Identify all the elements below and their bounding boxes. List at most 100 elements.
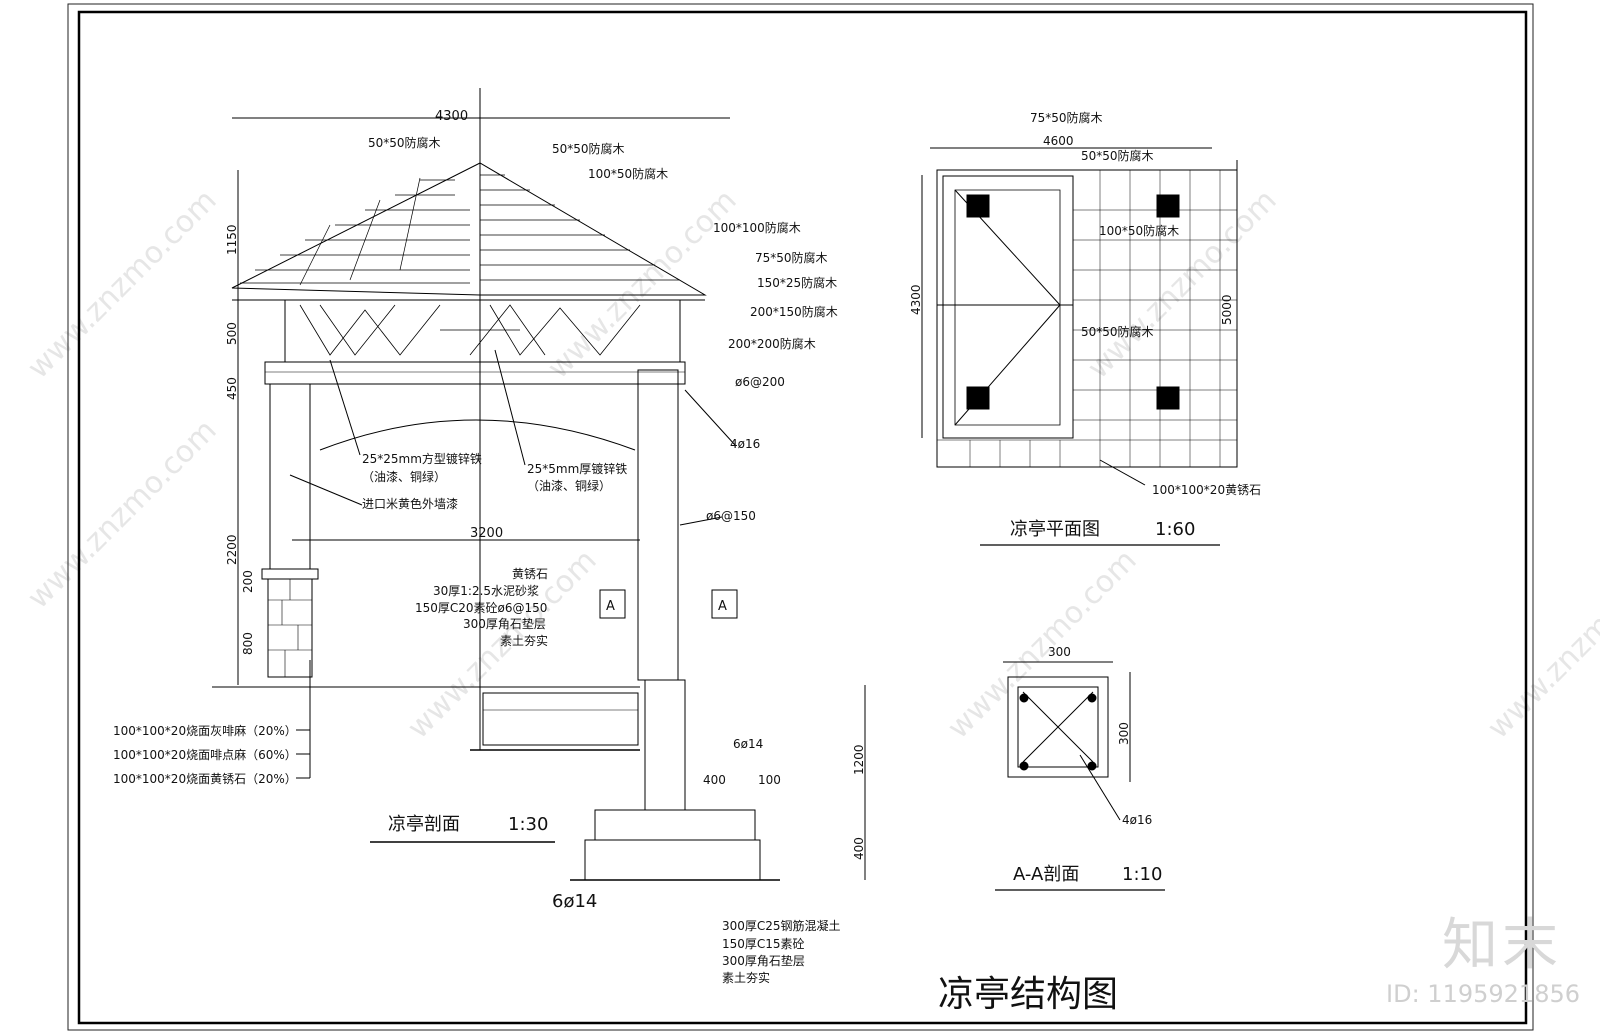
watermark-text: www.znzmo.com xyxy=(1081,183,1284,386)
plan-callout: 100*100*20黄锈石 xyxy=(1152,483,1261,497)
aa-section-scale: 1:10 xyxy=(1122,864,1162,885)
callout-label: ø6@200 xyxy=(735,375,785,389)
dim-overall-width: 4300 xyxy=(435,109,468,124)
dim-footing-height: 1200 xyxy=(852,744,866,775)
floor-layer: 30厚1:2.5水泥砂浆 xyxy=(433,583,539,598)
section-view-title: 凉亭剖面 xyxy=(388,814,460,835)
footing-layer: 300厚角石垫层 xyxy=(722,953,805,968)
section-mark-a-left xyxy=(599,589,626,619)
section-mark-label: A xyxy=(718,599,727,614)
dim-footing-offset: 100 xyxy=(758,773,781,787)
footing-layer: 素土夯实 xyxy=(722,970,770,985)
plan-dim-top-value: 4600 xyxy=(1043,134,1074,148)
aa-section-title: A-A剖面 xyxy=(1013,864,1079,885)
floor-layer: 300厚角石垫层 xyxy=(463,616,546,631)
callout-label: 4ø16 xyxy=(730,437,760,451)
railing-note-1a: 25*25mm方型镀锌铁 xyxy=(362,451,482,466)
slab-layers xyxy=(482,692,639,746)
footing-column xyxy=(644,679,686,811)
section-mark-a-right xyxy=(711,589,738,619)
plan-view-scale: 1:60 xyxy=(1155,519,1195,540)
watermark-text: www.znzmo.com xyxy=(941,543,1144,746)
beam xyxy=(264,361,686,385)
callout-label: 200*200防腐木 xyxy=(728,336,816,351)
aa-callout: 4ø16 xyxy=(1122,813,1152,827)
sheet-inner-border xyxy=(77,10,1528,1025)
callout-label: 6ø14 xyxy=(733,737,763,751)
roof-plan xyxy=(942,175,1074,439)
plan-dim-right-value: 5000 xyxy=(1220,294,1234,325)
plan-dim-left-value: 4300 xyxy=(909,284,923,315)
aa-dim-width: 300 xyxy=(1048,645,1071,659)
dim-column-height: 2200 xyxy=(225,534,239,565)
plan-view-title: 凉亭平面图 xyxy=(1010,519,1100,540)
column-cap xyxy=(261,568,319,580)
callout-label: 200*150防腐木 xyxy=(750,304,838,319)
callout-label: 50*50防腐木 xyxy=(368,135,441,150)
brand-watermark: 知末 xyxy=(1442,913,1562,978)
arch xyxy=(319,419,636,451)
watermark-text: www.znzmo.com xyxy=(21,183,224,386)
callout-label-large: 6ø14 xyxy=(552,891,597,912)
dim-frieze-height: 500 xyxy=(225,322,239,345)
aa-section-view xyxy=(995,661,1165,891)
base-tile-note: 100*100*20烧面啡点麻（60%） xyxy=(113,747,297,762)
footing-layer: 300厚C25钢筋混凝土 xyxy=(722,918,841,933)
right-column xyxy=(637,369,679,681)
floor-layer: 150厚C20素砼ø6@150 xyxy=(415,601,547,615)
base-stone-pattern xyxy=(268,579,312,677)
watermark-layer: www.znzmo.com www.znzmo.com www.znzmo.co… xyxy=(21,183,1600,746)
id-watermark: ID: 1195921856 xyxy=(1386,980,1580,1008)
section-view-scale: 1:30 xyxy=(508,814,548,835)
post-marker xyxy=(1156,386,1180,410)
post-marker xyxy=(1156,194,1180,218)
sheet-outer-border xyxy=(67,3,1534,1031)
watermark-text: www.znzmo.com xyxy=(21,413,224,616)
plan-callout: 100*50防腐木 xyxy=(1099,223,1179,238)
dim-inner-width: 3200 xyxy=(470,526,503,541)
dim-cap-height: 200 xyxy=(241,570,255,593)
callout-label: 75*50防腐木 xyxy=(755,250,828,265)
railing-pattern xyxy=(299,304,641,356)
plan-callout: 50*50防腐木 xyxy=(1081,324,1154,339)
plan-callout: 50*50防腐木 xyxy=(1081,148,1154,163)
aa-dim-height: 300 xyxy=(1117,722,1131,745)
floor-layer: 黄锈石 xyxy=(512,567,548,581)
section-view xyxy=(212,88,866,881)
post-marker xyxy=(966,194,990,218)
base-tile-note: 100*100*20烧面灰啡麻（20%） xyxy=(113,723,297,738)
roof-outline xyxy=(231,162,707,296)
aa-outer xyxy=(1007,676,1109,778)
callout-label: 50*50防腐木 xyxy=(552,141,625,156)
dim-footing-pad-height: 400 xyxy=(852,837,866,860)
dim-roof-height: 1150 xyxy=(225,224,239,255)
watermark-text: www.znzmo.com xyxy=(541,183,744,386)
plan-grid xyxy=(937,170,1237,467)
railing-note-1b: （油漆、铜绿） xyxy=(362,469,446,484)
plan-callout: 75*50防腐木 xyxy=(1030,110,1103,125)
left-column xyxy=(269,383,311,570)
callout-label: 100*50防腐木 xyxy=(588,166,668,181)
railing-note-2b: （油漆、铜绿） xyxy=(527,478,611,493)
base-tile-note: 100*100*20烧面黄锈石（20%） xyxy=(113,772,297,786)
dim-beam-height: 450 xyxy=(225,377,239,400)
footing-layer: 150厚C15素砼 xyxy=(722,937,805,951)
section-mark-label: A xyxy=(606,599,615,614)
railing-note-2a: 25*5mm厚镀锌铁 xyxy=(527,462,627,476)
callout-label: 100*100防腐木 xyxy=(713,220,801,235)
callout-label: ø6@150 xyxy=(706,509,756,523)
callout-label: 150*25防腐木 xyxy=(757,275,837,290)
wall-note: 进口米黄色外墙漆 xyxy=(362,497,458,511)
watermark-text: www.znzmo.com xyxy=(1481,543,1600,746)
footing-base xyxy=(584,839,761,881)
plan-view xyxy=(921,147,1238,546)
roof-hatch xyxy=(240,174,680,286)
post-marker xyxy=(966,386,990,410)
drawing-title: 凉亭结构图 xyxy=(938,974,1118,1015)
floor-layer: 素土夯实 xyxy=(500,633,548,648)
footing-pad xyxy=(594,809,756,841)
dim-base-height: 800 xyxy=(241,632,255,655)
dim-footing-width: 400 xyxy=(703,773,726,787)
aa-inner xyxy=(1017,686,1099,768)
